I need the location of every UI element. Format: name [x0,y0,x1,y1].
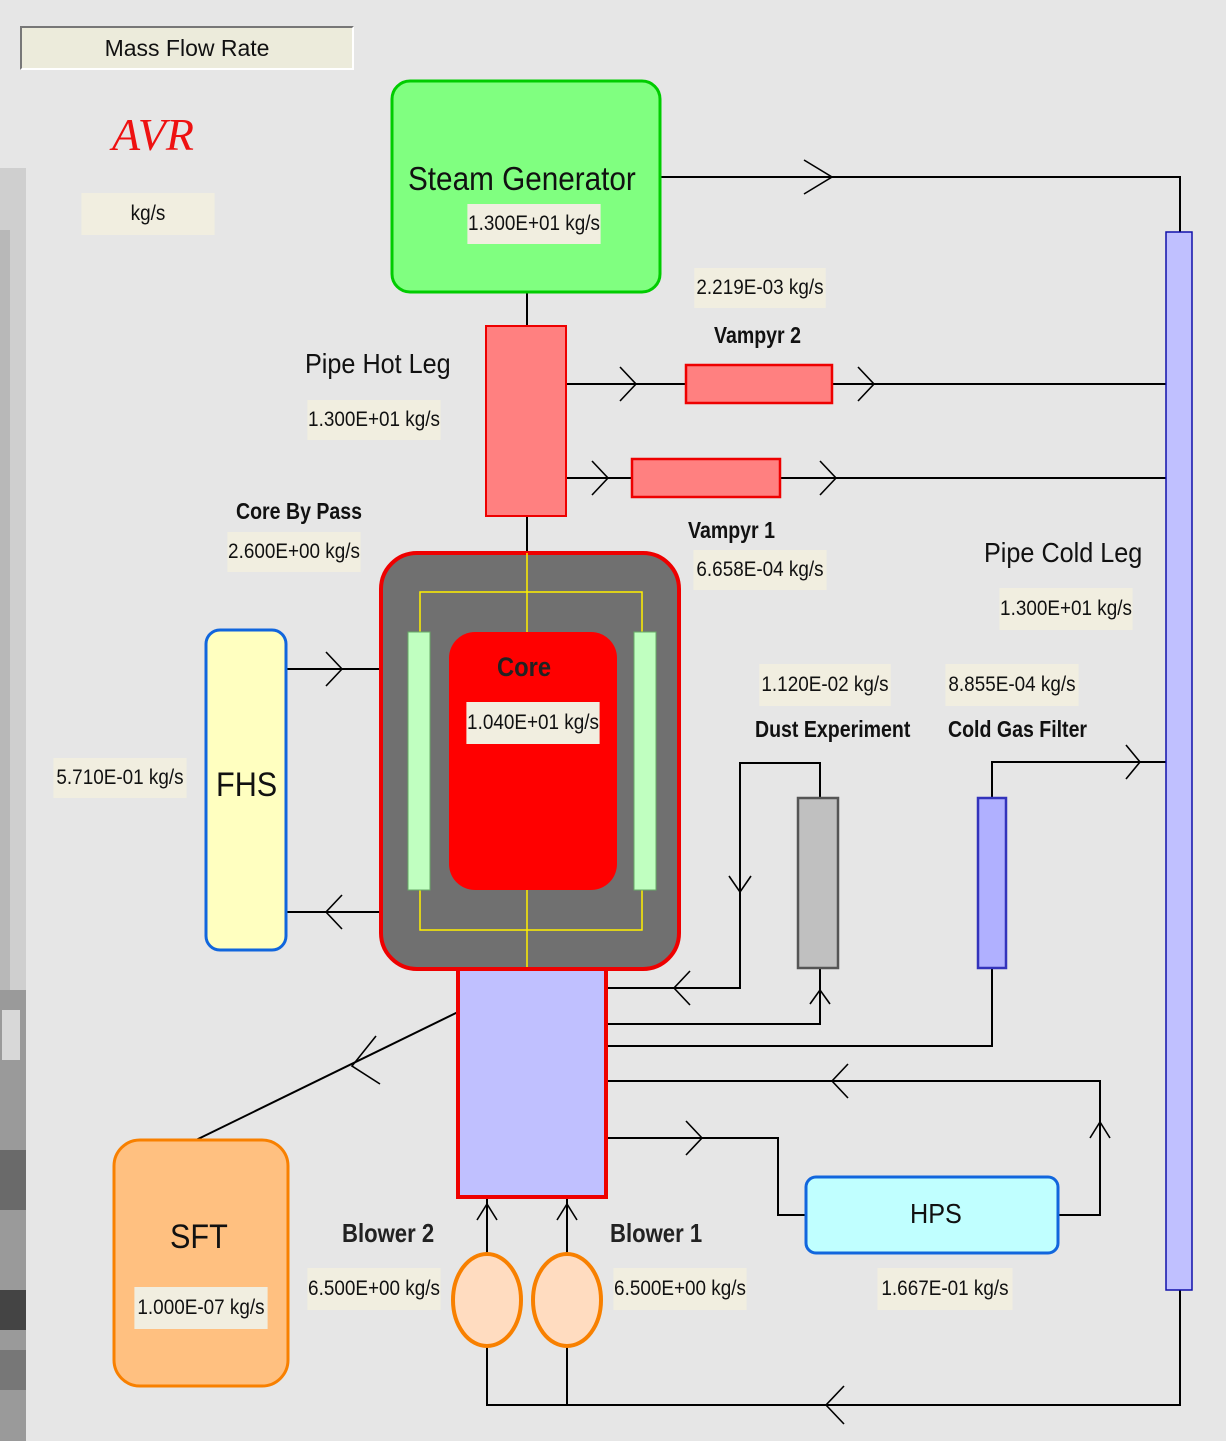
vampyr2[interactable] [686,365,832,403]
cold-gas-filter[interactable] [978,798,1006,968]
pipe-hot-leg-value: 1.300E+01 kg/s [307,400,440,440]
steam-generator-label: Steam Generator [408,160,636,198]
sft[interactable] [114,1140,288,1386]
plant-name: AVR [112,108,194,161]
hps-label: HPS [910,1198,962,1230]
blower1-label: Blower 1 [610,1218,702,1249]
dust-experiment[interactable] [798,798,838,968]
pipe-cold-leg-value: 1.300E+01 kg/s [999,588,1132,630]
vampyr1-value: 6.658E-04 kg/s [693,550,826,590]
pipe-hot-leg-label: Pipe Hot Leg [305,348,451,380]
mass-flow-rate-button[interactable]: Mass Flow Rate [20,26,354,70]
units-label: kg/s [81,193,214,235]
core-by-pass-label: Core By Pass [236,498,362,525]
core-by-pass-value: 2.600E+00 kg/s [227,532,360,572]
vampyr2-value: 2.219E-03 kg/s [694,268,825,308]
pipe-sg-to-cold-leg [660,177,1180,232]
blower2-label: Blower 2 [342,1218,434,1249]
vampyr1-label: Vampyr 1 [688,517,775,544]
fhs-label: FHS [216,766,277,805]
sft-label: SFT [170,1218,228,1257]
core-label: Core [497,652,551,683]
fhs-value: 5.710E-01 kg/s [53,758,186,798]
hps-value: 1.667E-01 kg/s [878,1268,1013,1310]
vampyr1[interactable] [632,459,780,497]
cold-gas-filter-label: Cold Gas Filter [948,716,1087,743]
pipe-cold-leg[interactable] [1166,232,1192,1290]
blower2-value: 6.500E+00 kg/s [307,1268,440,1310]
vampyr2-label: Vampyr 2 [714,322,801,349]
blower2[interactable] [453,1254,521,1346]
lower-plenum[interactable] [458,969,606,1197]
background-photo-strip [0,168,26,1441]
blower1[interactable] [533,1254,601,1346]
steam-generator-value: 1.300E+01 kg/s [467,204,600,244]
dust-experiment-value: 1.120E-02 kg/s [759,664,890,706]
reactor-vessel[interactable] [381,553,679,969]
pipe-cold-leg-label: Pipe Cold Leg [984,537,1142,569]
sft-value: 1.000E-07 kg/s [134,1287,267,1329]
dust-experiment-label: Dust Experiment [755,716,910,743]
cold-gas-filter-value: 8.855E-04 kg/s [945,664,1078,706]
core-value: 1.040E+01 kg/s [466,702,599,744]
blower1-value: 6.500E+00 kg/s [613,1268,746,1310]
pipe-hot-leg[interactable] [486,326,566,516]
arrow-down-left-icon [352,1036,380,1084]
